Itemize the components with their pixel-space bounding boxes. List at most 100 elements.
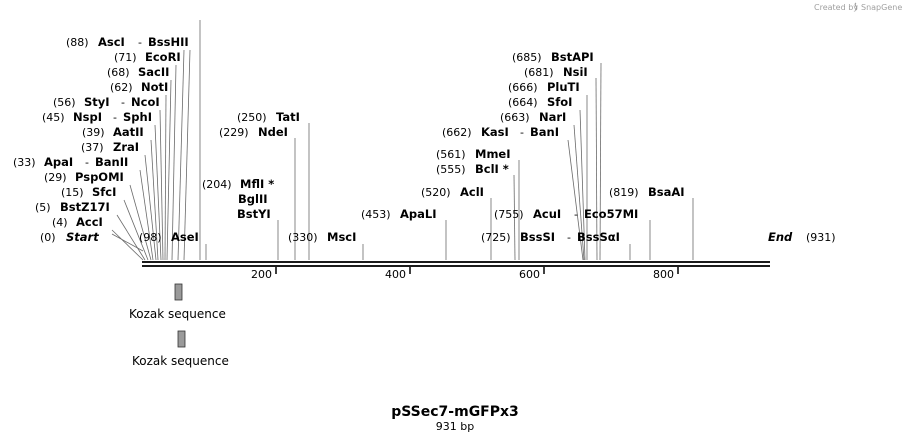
site-label-zrai[interactable]: (37) ZraI: [81, 140, 139, 154]
site-label-mfli[interactable]: (204) MflI * BglII BstYI: [202, 177, 274, 221]
site-name: StyI: [84, 95, 110, 109]
site-label-nsii[interactable]: (681) NsiI: [524, 65, 588, 79]
site-position: (330): [288, 231, 318, 244]
site-position: (725): [481, 231, 511, 244]
site-separator: -: [138, 36, 142, 49]
site-position: (664): [508, 96, 538, 109]
site-label-bstz17i[interactable]: (5) BstZ17I: [35, 200, 110, 214]
site-label-sfci[interactable]: (15) SfcI: [61, 185, 116, 199]
leader-line: [573, 124, 585, 261]
site-name-secondary: BanII: [95, 155, 128, 169]
site-name-secondary: Eco57MI: [584, 207, 638, 221]
site-label-bsaai[interactable]: (819) BsaAI: [609, 185, 685, 199]
site-position: (561): [436, 148, 466, 161]
site-position: (755): [494, 208, 524, 221]
site-label-bstapi[interactable]: (685) BstAPI: [512, 50, 594, 64]
map-caption: pSSec7-mGFPx3 931 bp: [391, 404, 519, 433]
site-name: BstAPI: [551, 50, 594, 64]
site-position: (819): [609, 186, 639, 199]
site-label-asei[interactable]: (98) AseI: [139, 230, 199, 244]
site-position: (56): [53, 96, 76, 109]
site-name-secondary: BanI: [530, 125, 559, 139]
site-name: MscI: [327, 230, 356, 244]
site-label-end[interactable]: End (931): [768, 230, 836, 244]
site-name: NotI: [141, 80, 168, 94]
leader-line: [116, 214, 146, 261]
site-label-apai[interactable]: (33) ApaI - BanII: [13, 155, 128, 169]
site-label-nspi[interactable]: (45) NspI - SphI: [42, 110, 152, 124]
site-label-acui[interactable]: (755) AcuI - Eco57MI: [494, 207, 638, 221]
site-label-bsssi[interactable]: (725) BssSI - BssSαI: [481, 230, 620, 244]
end-label: End: [768, 230, 793, 244]
site-separator: -: [567, 231, 571, 244]
site-label-acli[interactable]: (520) AclI: [421, 185, 484, 199]
site-name: AatII: [113, 125, 144, 139]
site-position: (250): [237, 111, 267, 124]
site-separator: -: [520, 126, 524, 139]
site-label-aatii[interactable]: (39) AatII: [82, 125, 144, 139]
site-position: (4): [52, 216, 68, 229]
snapgene-credit: Created by SnapGene: [814, 2, 902, 12]
leader-line: [171, 64, 177, 261]
site-name-secondary: SphI: [123, 110, 152, 124]
site-label-pspomi[interactable]: (29) PspOMI: [44, 170, 124, 184]
site-label-ecori[interactable]: (71) EcoRI: [114, 50, 181, 64]
site-position: (37): [81, 141, 104, 154]
leader-line: [139, 169, 154, 261]
site-name-extra: BglII: [238, 192, 268, 206]
site-label-apali[interactable]: (453) ApaLI: [361, 207, 437, 221]
site-position: (62): [110, 81, 133, 94]
site-label-msci[interactable]: (330) MscI: [288, 230, 356, 244]
site-position: (98): [139, 231, 162, 244]
tick-label: 800: [653, 268, 674, 281]
feature-kozak-2[interactable]: Kozak sequence: [132, 330, 229, 368]
site-label-tati[interactable]: (250) TatI: [237, 110, 300, 124]
site-name: BclI *: [475, 162, 509, 176]
restriction-site-labels: (0) Start (4) AccI (5) BstZ17I (15) SfcI…: [13, 35, 836, 244]
leader-line: [159, 109, 164, 261]
credit-brand: SnapGene: [861, 3, 902, 12]
site-label-asci[interactable]: (88) AscI - BssHII: [66, 35, 189, 49]
site-name: AcuI: [533, 207, 561, 221]
site-position: (0): [40, 231, 56, 244]
credit-prefix: Created by: [814, 3, 858, 12]
site-name: BstZ17I: [60, 200, 110, 214]
leader-line: [166, 79, 172, 261]
site-label-bcli[interactable]: (555) BclI *: [436, 162, 509, 176]
site-name: AccI: [76, 215, 103, 229]
site-position: (88): [66, 36, 89, 49]
site-label-mmei[interactable]: (561) MmeI: [436, 147, 511, 161]
feature-label: Kozak sequence: [129, 307, 226, 321]
site-label-start[interactable]: (0) Start: [40, 230, 99, 244]
site-separator: -: [574, 208, 578, 221]
leader-line: [111, 229, 144, 261]
site-name: Start: [66, 230, 99, 244]
leader-line: [129, 184, 152, 261]
site-position: (204): [202, 178, 232, 191]
site-name: TatI: [276, 110, 300, 124]
site-name: SfoI: [547, 95, 572, 109]
map-length: 931 bp: [436, 420, 474, 433]
site-label-kasi[interactable]: (662) KasI - BanI: [442, 125, 559, 139]
site-label-noti[interactable]: (62) NotI: [110, 80, 168, 94]
site-position: (685): [512, 51, 542, 64]
site-name: KasI: [481, 125, 509, 139]
site-label-ndei[interactable]: (229) NdeI: [219, 125, 288, 139]
site-label-acci[interactable]: (4) AccI: [52, 215, 103, 229]
tick-label: 400: [385, 268, 406, 281]
site-name-secondary: BssSαI: [577, 230, 620, 244]
site-label-sacii[interactable]: (68) SacII: [107, 65, 169, 79]
site-position: (33): [13, 156, 36, 169]
site-label-styi[interactable]: (56) StyI - NcoI: [53, 95, 160, 109]
leader-line: [513, 174, 516, 261]
leader-line: [150, 139, 159, 261]
site-name: PluTI: [547, 80, 580, 94]
site-position: (68): [107, 66, 130, 79]
site-label-nari[interactable]: (663) NarI: [500, 110, 566, 124]
site-label-sfoi[interactable]: (664) SfoI: [508, 95, 572, 109]
site-label-pluti[interactable]: (666) PluTI: [508, 80, 580, 94]
feature-kozak-1[interactable]: Kozak sequence: [129, 283, 226, 321]
site-position: (681): [524, 66, 554, 79]
site-name: MflI *: [240, 177, 274, 191]
